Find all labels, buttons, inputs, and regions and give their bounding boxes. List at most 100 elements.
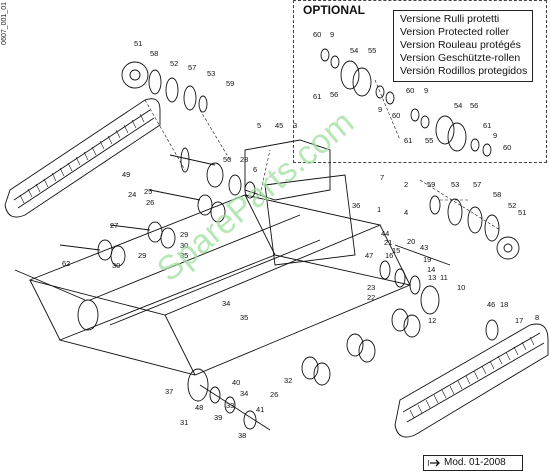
callout: 35 [180,251,188,260]
callout: 32 [284,376,292,385]
callout: 31 [180,418,188,427]
callout: 26 [146,198,154,207]
callout: 60 [503,143,511,152]
callout: 12 [428,316,436,325]
callout: 54 [454,101,462,110]
version-legend: Versione Rulli protetti Version Protecte… [393,10,533,82]
front-idler [187,368,271,431]
callout: 38 [238,431,246,440]
callout: 55 [368,46,376,55]
callout: 61 [313,92,321,101]
callout: 51 [134,39,142,48]
callout-labels: 60 9 54 55 56 61 9 60 60 9 54 56 61 9 60… [62,30,539,440]
mod-text: Mod. 01-2008 [444,457,506,468]
callout: 22 [367,293,375,302]
callout: 48 [195,403,203,412]
callout: 58 [493,190,501,199]
callout: 53 [451,180,459,189]
callout: 34 [240,389,248,398]
callout: 30 [112,261,120,270]
left-rollers [14,189,226,331]
callout: 23 [367,283,375,292]
callout: 58 [150,49,158,58]
callout: 7 [380,173,384,182]
callout: 56 [330,90,338,99]
callout: 53 [207,69,215,78]
callout: 25 [144,187,152,196]
callout: 16 [385,251,393,260]
callout: 30 [180,241,188,250]
right-track-lower [394,323,549,438]
callout: 3 [293,121,297,130]
callout: 34 [222,299,230,308]
right-rollers [301,308,421,386]
callout: 44 [381,229,389,238]
callout: 49 [122,170,130,179]
callout: 29 [138,251,146,260]
callout: 46 [487,300,495,309]
callout: 9 [330,30,334,39]
callout: 17 [515,316,523,325]
callout: 56 [470,101,478,110]
callout: 45 [275,121,283,130]
callout: 60 [406,86,414,95]
callout: 27 [110,221,118,230]
callout: 39 [214,413,222,422]
callout: 11 [440,273,448,282]
callout: 2 [404,180,408,189]
arrow-right-icon [428,459,440,467]
callout: 37 [165,387,173,396]
callout: 20 [407,237,415,246]
modification-label: Mod. 01-2008 [423,455,523,471]
callout: 15 [392,246,400,255]
callout: 36 [352,201,360,210]
callout: 18 [500,300,508,309]
right-sprocket-parts [429,195,520,341]
callout: 28 [240,155,248,164]
callout: 61 [483,121,491,130]
callout: 59 [226,79,234,88]
callout: 1 [377,205,381,214]
callout: 47 [365,251,373,260]
callout: 61 [404,136,412,145]
callout: 9 [378,105,382,114]
callout: 4 [404,208,408,217]
legend-line-de: Version Geschützte-rollen [400,52,521,64]
legend-line-it: Versione Rulli protetti [400,13,500,25]
right-tensioner [379,244,451,315]
legend-line-es: Versión Rodillos protegidos [400,65,528,77]
callout: 51 [518,208,526,217]
callout: 10 [457,283,465,292]
callout: 40 [232,378,240,387]
callout: 9 [493,131,497,140]
callout: 21 [384,238,392,247]
callout: 57 [188,63,196,72]
callout: 9 [424,86,428,95]
callout: 55 [425,136,433,145]
callout: 29 [180,230,188,239]
callout: 35 [240,313,248,322]
callout: 19 [423,255,431,264]
callout: 13 [428,273,436,282]
callout: 62 [62,259,70,268]
callout: 41 [256,405,264,414]
main-frame [28,139,412,376]
callout: 24 [128,190,136,199]
callout: 43 [420,243,428,252]
callout: 14 [427,265,435,274]
left-track-upper [4,98,161,218]
optional-title: OPTIONAL [303,3,365,17]
callout: 26 [270,390,278,399]
callout: 52 [170,59,178,68]
upper-left-parts [121,61,256,199]
callout: 5 [257,121,261,130]
optional-rollers [320,48,492,157]
callout: 6 [253,165,257,174]
callout: 60 [392,111,400,120]
callout: 60 [313,30,321,39]
callout: 59 [427,180,435,189]
optional-box [293,0,547,163]
callout: 50 [223,155,231,164]
